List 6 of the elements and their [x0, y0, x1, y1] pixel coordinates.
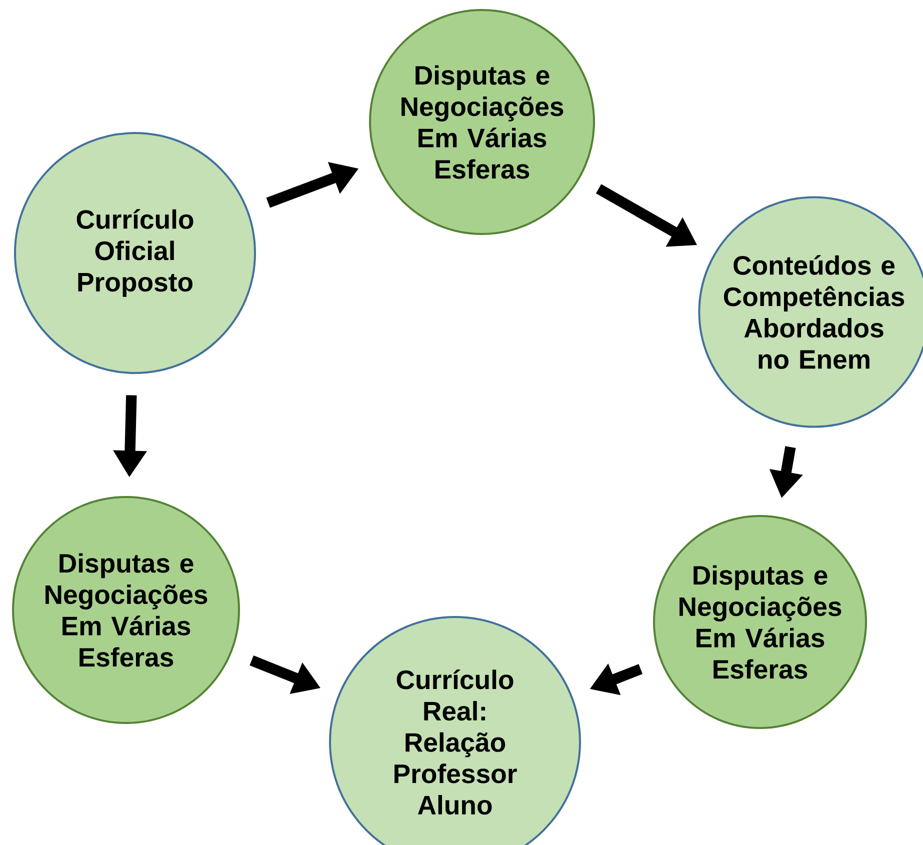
circle-node: Currículo Oficial Proposto	[14, 132, 256, 374]
circle-node: Disputas e Negociações Em Várias Esferas	[12, 496, 240, 724]
circle-node: Currículo Real: Relação Professor Aluno	[329, 616, 581, 845]
circle-node: Disputas e Negociações Em Várias Esferas	[653, 515, 868, 729]
circle-node: Conteúdos e Competências Abordados no Enem	[698, 196, 923, 428]
circle-node: Disputas e Negociações Em Várias Esferas	[369, 9, 595, 235]
